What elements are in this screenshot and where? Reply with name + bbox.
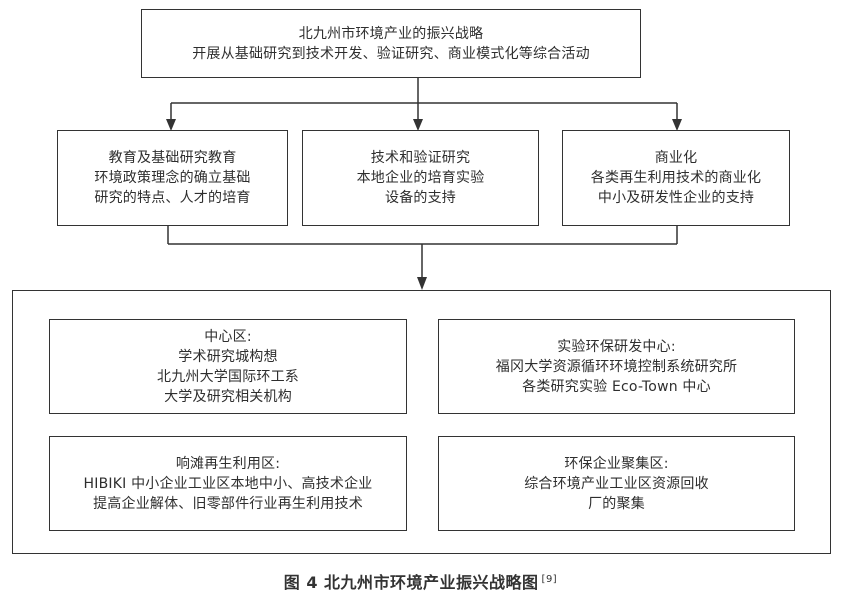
central-zone-box: 中心区: 学术研究城构想 北九州大学国际环工系 大学及研究相关机构 bbox=[49, 319, 407, 414]
eco-town-zones-container bbox=[12, 290, 831, 554]
box-line: 商业化 bbox=[654, 150, 698, 166]
box-line: 提高企业解体、旧零部件行业再生利用技术 bbox=[93, 495, 363, 512]
box-line: 福冈大学资源循环环境控制系统研究所 bbox=[495, 358, 738, 375]
zone-title: 中心区: bbox=[204, 328, 252, 345]
zone-title: 响滩再生利用区: bbox=[175, 455, 281, 472]
technology-verification-box: 技术和验证研究 本地企业的培育实验 设备的支持 bbox=[302, 130, 539, 226]
box-line: 北九州大学国际环工系 bbox=[157, 368, 299, 385]
strategy-description: 开展从基础研究到技术开发、验证研究、商业模式化等综合活动 bbox=[192, 45, 590, 62]
arrow-head-right bbox=[672, 119, 682, 131]
box-line: 学术研究城构想 bbox=[178, 348, 278, 365]
box-line: 综合环境产业工业区资源回收 bbox=[524, 475, 709, 492]
box-line: 厂的聚集 bbox=[588, 495, 645, 512]
education-research-box: 教育及基础研究教育 环境政策理念的确立基础 研究的特点、人才的培育 bbox=[57, 130, 288, 226]
zone-title: 实验环保研发中心: bbox=[557, 338, 676, 355]
citation-ref: [9] bbox=[541, 573, 558, 585]
box-line: 中小及研发性企业的支持 bbox=[597, 190, 755, 206]
caption-text: 图 4 北九州市环境产业振兴战略图 bbox=[283, 573, 539, 592]
hibiki-recycling-zone-box: 响滩再生利用区: HIBIKI 中小企业工业区本地中小、高技术企业 提高企业解体… bbox=[49, 436, 407, 531]
strategy-box: 北九州市环境产业的振兴战略 开展从基础研究到技术开发、验证研究、商业模式化等综合… bbox=[141, 9, 641, 78]
box-line: 研究的特点、人才的培育 bbox=[94, 190, 251, 206]
box-line: HIBIKI 中小企业工业区本地中小、高技术企业 bbox=[83, 475, 373, 492]
box-line: 各类再生利用技术的商业化 bbox=[590, 170, 762, 186]
box-line: 本地企业的培育实验 bbox=[356, 170, 485, 186]
arrow-head-middle bbox=[413, 119, 423, 131]
commercialization-box: 商业化 各类再生利用技术的商业化 中小及研发性企业的支持 bbox=[562, 130, 790, 226]
box-line: 设备的支持 bbox=[385, 190, 456, 206]
box-line: 环境政策理念的确立基础 bbox=[94, 170, 251, 186]
box-line: 各类研究实验 Eco-Town 中心 bbox=[522, 378, 711, 395]
eco-enterprise-cluster-box: 环保企业聚集区: 综合环境产业工业区资源回收 厂的聚集 bbox=[438, 436, 795, 531]
zone-title: 环保企业聚集区: bbox=[564, 455, 669, 472]
box-line: 教育及基础研究教育 bbox=[108, 150, 237, 166]
box-line: 大学及研究相关机构 bbox=[164, 388, 292, 405]
research-center-box: 实验环保研发中心: 福冈大学资源循环环境控制系统研究所 各类研究实验 Eco-T… bbox=[438, 319, 795, 414]
arrow-head-bottom bbox=[417, 277, 427, 290]
box-line: 技术和验证研究 bbox=[370, 150, 471, 166]
figure-caption: 图 4 北九州市环境产业振兴战略图[9] bbox=[0, 569, 841, 593]
arrow-head-left bbox=[166, 119, 176, 131]
strategy-title: 北九州市环境产业的振兴战略 bbox=[298, 25, 484, 42]
